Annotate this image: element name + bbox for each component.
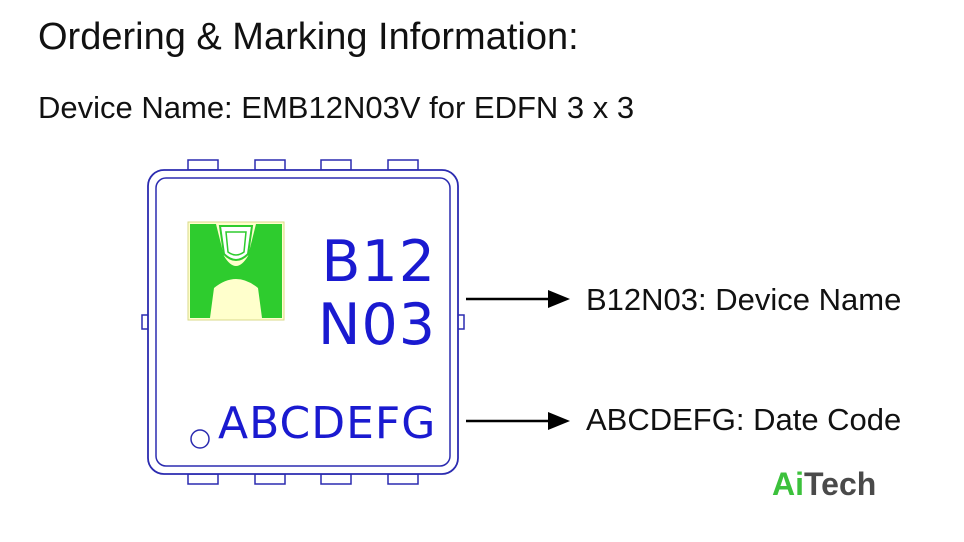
callout-device-name: B12N03: Device Name <box>466 280 956 320</box>
callout-label-date-code: ABCDEFG: Date Code <box>586 402 902 437</box>
top-pin <box>320 159 352 171</box>
top-pin <box>387 159 419 171</box>
bottom-pin <box>387 473 419 485</box>
watermark-ai: Ai <box>772 466 804 502</box>
arrow-right-icon <box>466 290 570 308</box>
top-pin <box>187 159 219 171</box>
m-logo-icon <box>187 221 285 321</box>
callout-date-code: ABCDEFG: Date Code <box>466 400 956 440</box>
arrow-right-icon <box>466 412 570 430</box>
bottom-pin <box>254 473 286 485</box>
marking-device-line1: B12 <box>321 229 436 295</box>
device-name-line: Device Name: EMB12N03V for EDFN 3 x 3 <box>38 90 635 125</box>
marking-device-line2: N03 <box>317 292 436 358</box>
top-pin <box>254 159 286 171</box>
callout-label-device-name: B12N03: Device Name <box>586 282 902 317</box>
edfn-package-diagram: B12 N03 ABCDEFG <box>138 158 468 488</box>
package-inner-outline <box>155 177 451 467</box>
watermark-tech: Tech <box>804 466 877 502</box>
bottom-pin <box>187 473 219 485</box>
package-outline <box>141 159 465 485</box>
bottom-pin <box>320 473 352 485</box>
page-title: Ordering & Marking Information: <box>38 16 579 58</box>
pin1-indicator <box>190 429 210 449</box>
aitech-watermark: AiTech <box>772 464 876 504</box>
marking-date-code: ABCDEFG <box>218 398 437 449</box>
